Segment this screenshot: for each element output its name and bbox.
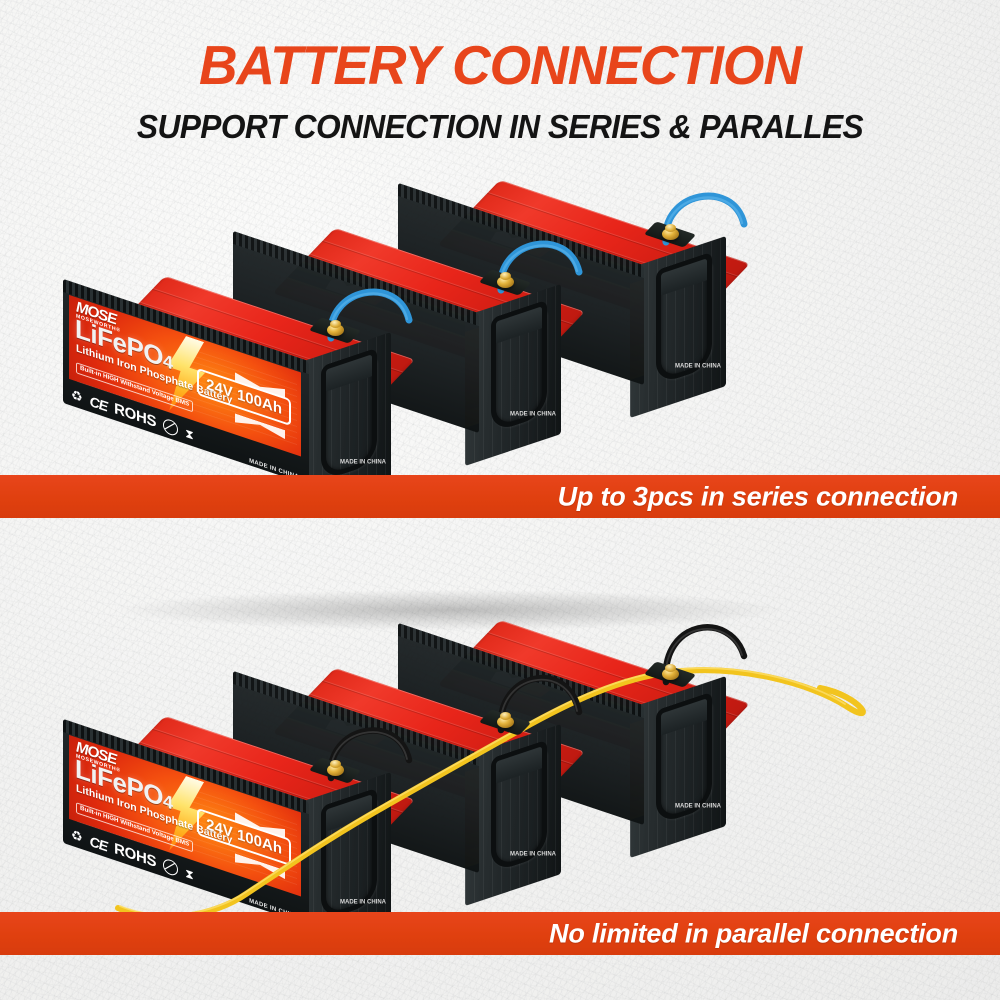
group-shadow [120, 590, 780, 630]
hourglass-icon: ⧗ [185, 425, 194, 443]
battery-terminal [662, 664, 679, 680]
origin-text-side: MADE IN CHINA [510, 411, 556, 418]
series-banner-text: Up to 3pcs in series connection [557, 481, 959, 511]
origin-text-side: MADE IN CHINA [510, 851, 556, 858]
origin-text-side: MADE IN CHINA [675, 363, 721, 370]
battery-terminal [327, 320, 344, 336]
battery-terminal [662, 224, 679, 240]
battery-side-panel: MADE IN CHINA [465, 283, 561, 467]
battery-terminal [497, 272, 514, 288]
battery-unit-primary: MADE IN CHINA MOSE MOSEWORTH® LiFePO4 Li… [63, 716, 445, 1000]
battery-terminal [327, 760, 344, 776]
page-title: BATTERY CONNECTION [198, 34, 802, 96]
parallel-banner: No limited in parallel connection [0, 912, 1000, 955]
hourglass-icon: ⧗ [185, 865, 194, 883]
chemistry-subscript: 4 [163, 350, 173, 374]
recycle-icon: ♻ [71, 386, 83, 406]
recycle-icon: ♻ [71, 826, 83, 846]
battery-unit-primary: MADE IN CHINA MOSE MOSEWORTH® LiFePO4 Li… [63, 276, 445, 576]
page-subtitle: SUPPORT CONNECTION IN SERIES & PARALLES [136, 108, 864, 145]
battery-terminal [497, 712, 514, 728]
series-battery-group: MADE IN CHINA [0, 170, 1000, 630]
chemistry-subscript: 4 [163, 790, 173, 814]
no-bin-icon [163, 417, 179, 438]
parallel-banner-text: No limited in parallel connection [549, 918, 958, 948]
origin-text-side: MADE IN CHINA [340, 899, 386, 906]
origin-text-side: MADE IN CHINA [675, 803, 721, 810]
battery-side-panel: MADE IN CHINA [465, 723, 561, 907]
origin-text-side: MADE IN CHINA [340, 459, 386, 466]
battery-side-panel: MADE IN CHINA [630, 235, 726, 419]
no-bin-icon [163, 857, 179, 878]
ce-mark-icon: CE [89, 392, 108, 415]
parallel-battery-group: MADE IN CHINA [0, 610, 1000, 955]
battery-side-panel: MADE IN CHINA [630, 675, 726, 859]
series-banner: Up to 3pcs in series connection [0, 475, 1000, 518]
ce-mark-icon: CE [89, 832, 108, 855]
